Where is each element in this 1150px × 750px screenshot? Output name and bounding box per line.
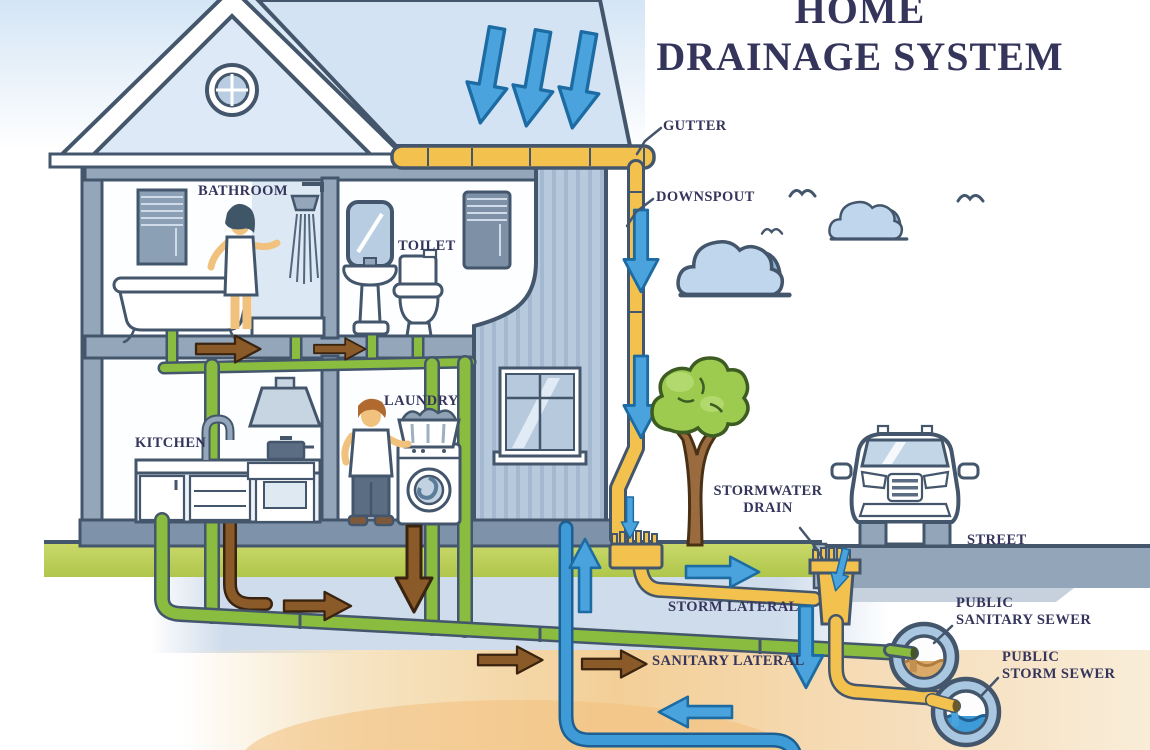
round-window: [205, 63, 259, 117]
tree-canopy: [650, 356, 750, 438]
siding-window: [492, 366, 588, 466]
stormwater-catch-basin: [808, 547, 862, 626]
diagram-title: HOME DRAINAGE SYSTEM: [630, 0, 1090, 80]
water-supply-pipe: [558, 520, 802, 750]
gable-roof: [48, 0, 415, 169]
street-shoulder: [846, 588, 1074, 602]
shower-step: [250, 316, 326, 338]
tree-trunk: [669, 422, 726, 547]
pointer-lines: [625, 126, 1000, 697]
title-line-2: DRAINAGE SYSTEM: [656, 34, 1064, 79]
laundry-basket: [397, 407, 461, 449]
tree: [650, 356, 750, 547]
car: [830, 424, 980, 548]
washing-machine: [396, 442, 462, 526]
title-line-1: HOME: [794, 0, 926, 32]
headlight: [860, 470, 888, 490]
label-gutter: GUTTER: [663, 118, 727, 134]
shower: [250, 182, 326, 338]
woman-figure: [207, 203, 281, 329]
windshield: [860, 438, 950, 468]
splash-drain: [608, 530, 664, 570]
label-toilet: TOILET: [398, 238, 456, 254]
cooking-pot: [266, 436, 314, 461]
label-stormwater-drain: STORMWATER DRAIN: [713, 483, 823, 516]
toilet-room-window: [462, 190, 512, 270]
clouds: [676, 188, 985, 298]
license-plate: [884, 520, 926, 546]
wall-kitchen-laundry: [320, 354, 340, 524]
kitchen-sink: [246, 461, 316, 481]
bird-icon: [956, 193, 985, 203]
bird-icon: [760, 227, 784, 235]
cloud-icon: [676, 239, 792, 298]
wall-bathroom-toilet: [320, 176, 340, 340]
storm-sewer-pipe: [828, 614, 944, 706]
street-surface: [818, 546, 1150, 588]
public-sanitary-sewer: [883, 621, 960, 693]
label-public-storm-sewer: PUBLIC STORM SEWER: [1002, 649, 1116, 682]
label-public-sanitary-sewer: PUBLIC SANITARY SEWER: [956, 595, 1092, 628]
range-hood: [247, 376, 323, 428]
bird-icon: [788, 188, 817, 198]
label-bathroom: BATHROOM: [198, 183, 288, 199]
label-storm-lateral: STORM LATERAL: [668, 599, 799, 615]
wheel: [858, 518, 888, 548]
man-figure: [341, 398, 412, 527]
label-sanitary-lateral: SANITARY LATERAL: [652, 653, 805, 669]
cloud-icon: [828, 200, 909, 241]
pedestal-sink: [342, 257, 398, 336]
label-kitchen: KITCHEN: [135, 435, 207, 451]
street-edge: [818, 544, 1150, 548]
downspout-pipe: [609, 159, 645, 547]
label-laundry: LAUNDRY: [384, 393, 459, 409]
gutter-pipe: [390, 144, 656, 170]
mirror: [346, 200, 394, 268]
eave: [48, 152, 414, 169]
kitchen-faucet: [201, 414, 235, 460]
label-downspout: DOWNSPOUT: [656, 189, 755, 205]
sanitary-lateral-pipe: [154, 512, 908, 661]
bumper: [858, 502, 952, 518]
label-street: STREET: [967, 532, 1027, 548]
headlight: [922, 470, 950, 490]
bathroom-window: [136, 188, 188, 266]
toilet-fixture: [392, 248, 444, 338]
